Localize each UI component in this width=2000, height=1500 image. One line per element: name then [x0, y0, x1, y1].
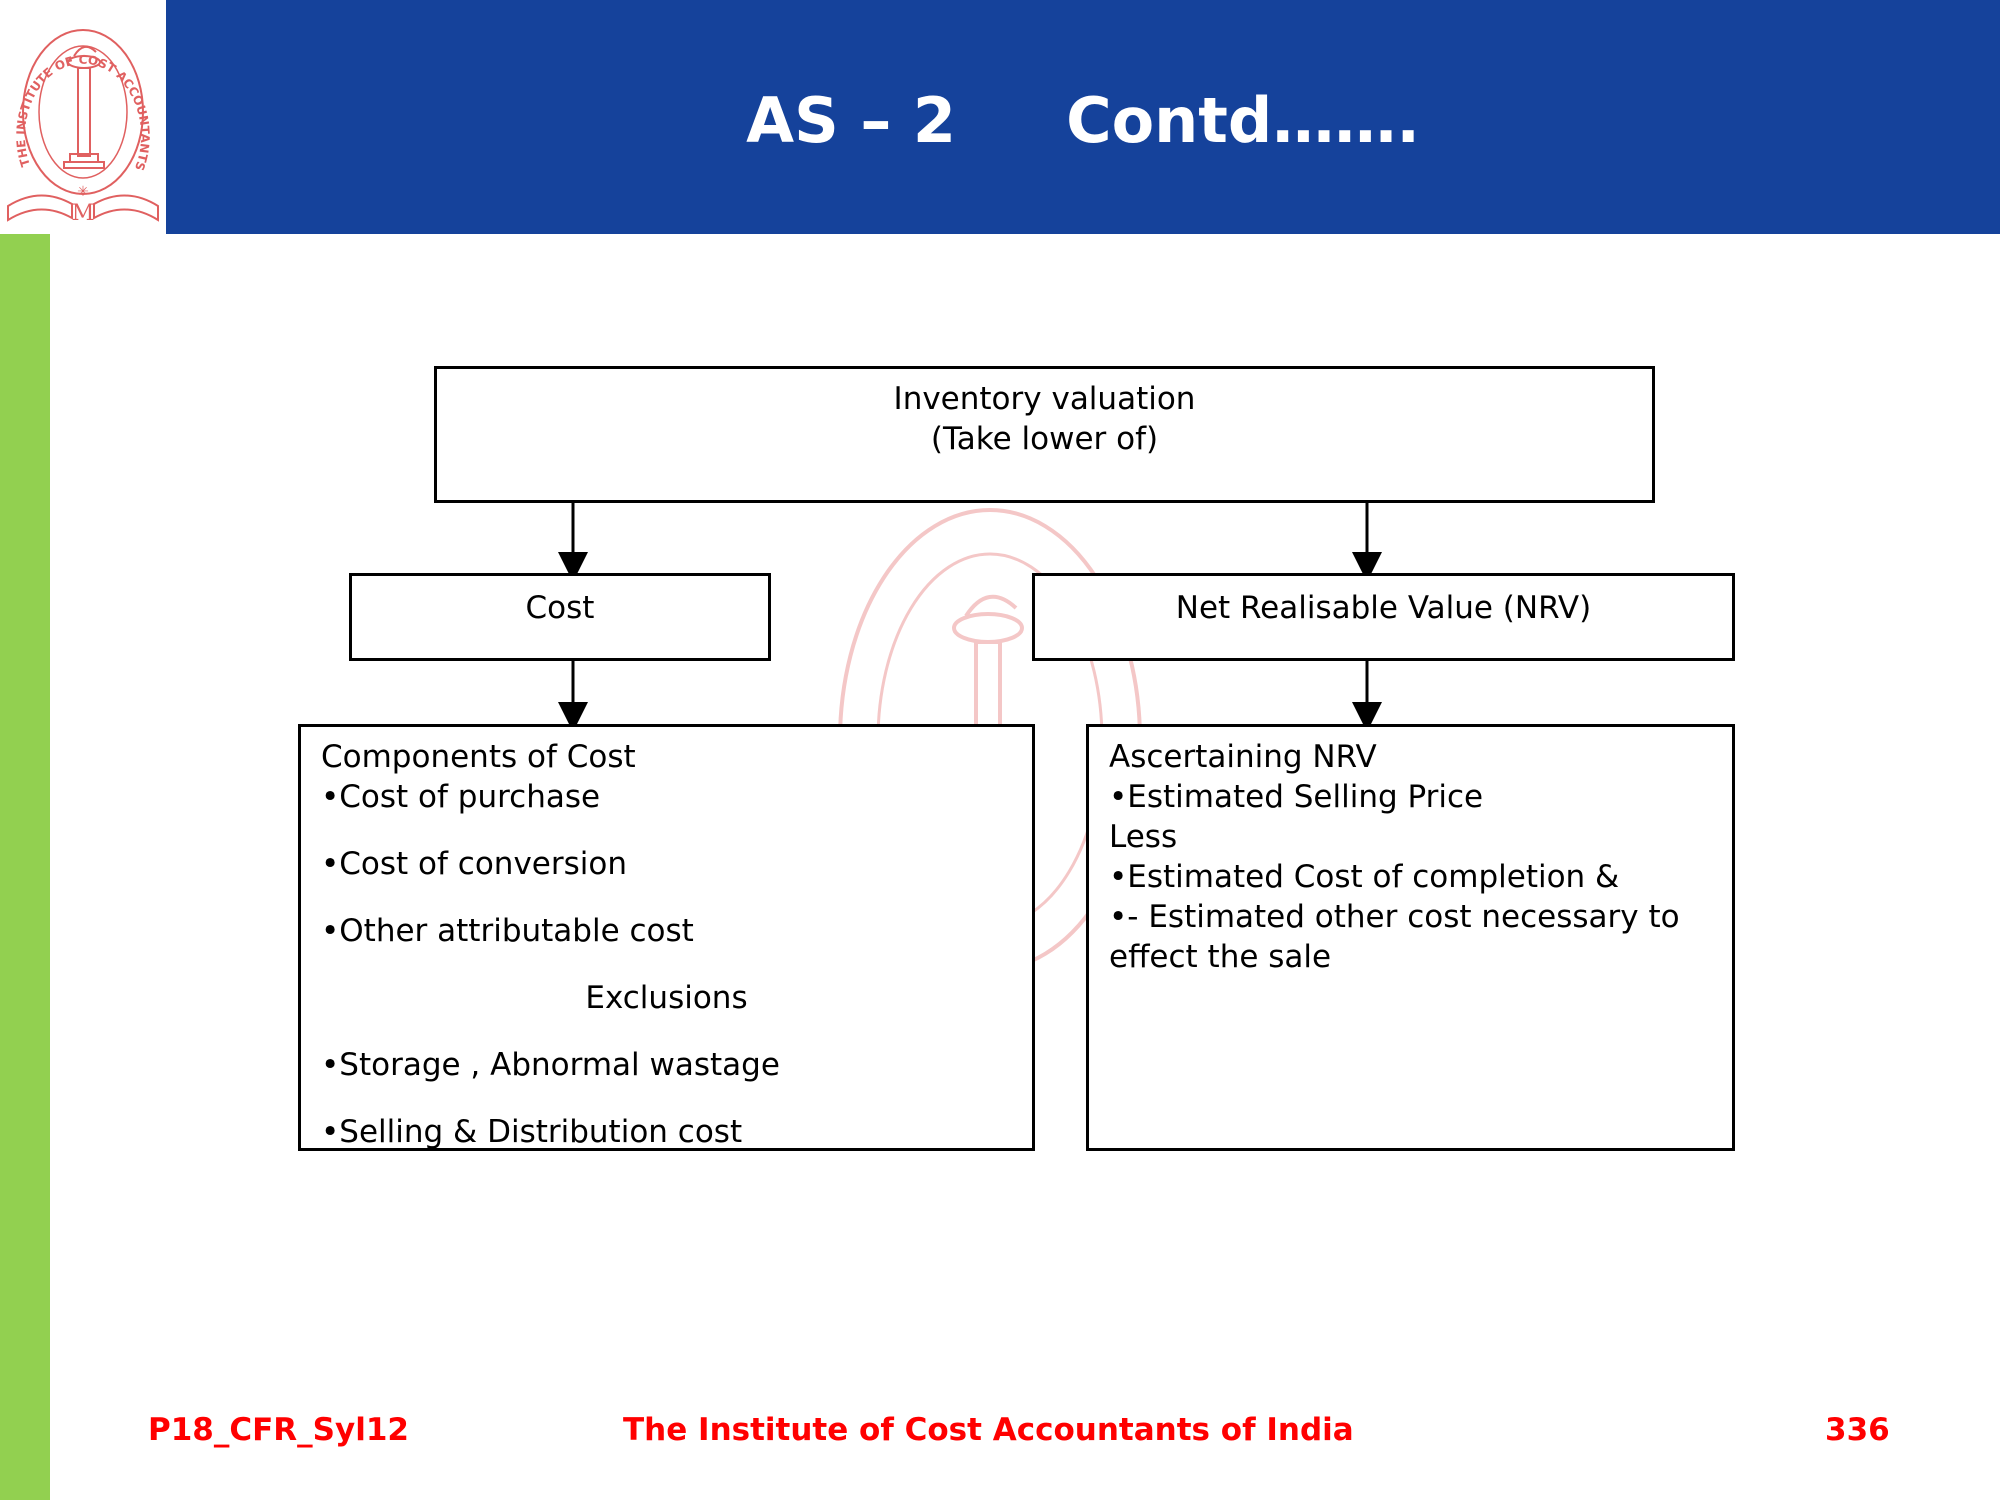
- nrv-item: •- Estimated other cost necessary to: [1109, 899, 1680, 935]
- exclusions-heading: Exclusions: [585, 980, 748, 1016]
- ascertaining-nrv-box: Ascertaining NRV •Estimated Selling Pric…: [1086, 724, 1735, 1151]
- exclusion-item: •Selling & Distribution cost: [321, 1114, 743, 1150]
- title-right: Contd…….: [1066, 83, 1420, 157]
- nrv-item: Less: [1109, 819, 1178, 855]
- nrv-label: Net Realisable Value (NRV): [1175, 590, 1592, 626]
- slide-title: AS – 2 Contd…….: [166, 72, 2000, 168]
- svg-text:M: M: [72, 201, 95, 226]
- footer-code: P18_CFR_Syl12: [148, 1412, 409, 1448]
- footer-page-number: 336: [1825, 1412, 1890, 1448]
- nrv-box: Net Realisable Value (NRV): [1032, 573, 1735, 661]
- nrv-item: •Estimated Selling Price: [1109, 779, 1484, 815]
- svg-text:✳: ✳: [77, 184, 89, 200]
- inventory-valuation-label: Inventory valuation: [893, 381, 1196, 417]
- cost-item: •Cost of conversion: [321, 846, 627, 882]
- components-heading: Components of Cost: [321, 739, 636, 775]
- exclusion-item: •Storage , Abnormal wastage: [321, 1047, 780, 1083]
- title-left: AS – 2: [746, 83, 957, 157]
- take-lower-of-label: (Take lower of): [930, 421, 1159, 457]
- components-of-cost-box: Components of Cost •Cost of purchase •Co…: [298, 724, 1035, 1151]
- cost-item: •Cost of purchase: [321, 779, 601, 815]
- footer-institute: The Institute of Cost Accountants of Ind…: [623, 1412, 1354, 1448]
- cost-box: Cost: [349, 573, 771, 661]
- cost-item: •Other attributable cost: [321, 913, 694, 949]
- inventory-valuation-box: Inventory valuation (Take lower of): [434, 366, 1655, 503]
- institute-logo: THE INSTITUTE OF COST ACCOUNTANTS OF IND…: [0, 0, 166, 234]
- nrv-heading: Ascertaining NRV: [1109, 739, 1377, 775]
- side-accent-bar: [0, 234, 50, 1500]
- nrv-item: effect the sale: [1109, 939, 1332, 975]
- cost-label: Cost: [525, 590, 595, 626]
- header-bar: [166, 0, 2000, 234]
- nrv-item: •Estimated Cost of completion &: [1109, 859, 1620, 895]
